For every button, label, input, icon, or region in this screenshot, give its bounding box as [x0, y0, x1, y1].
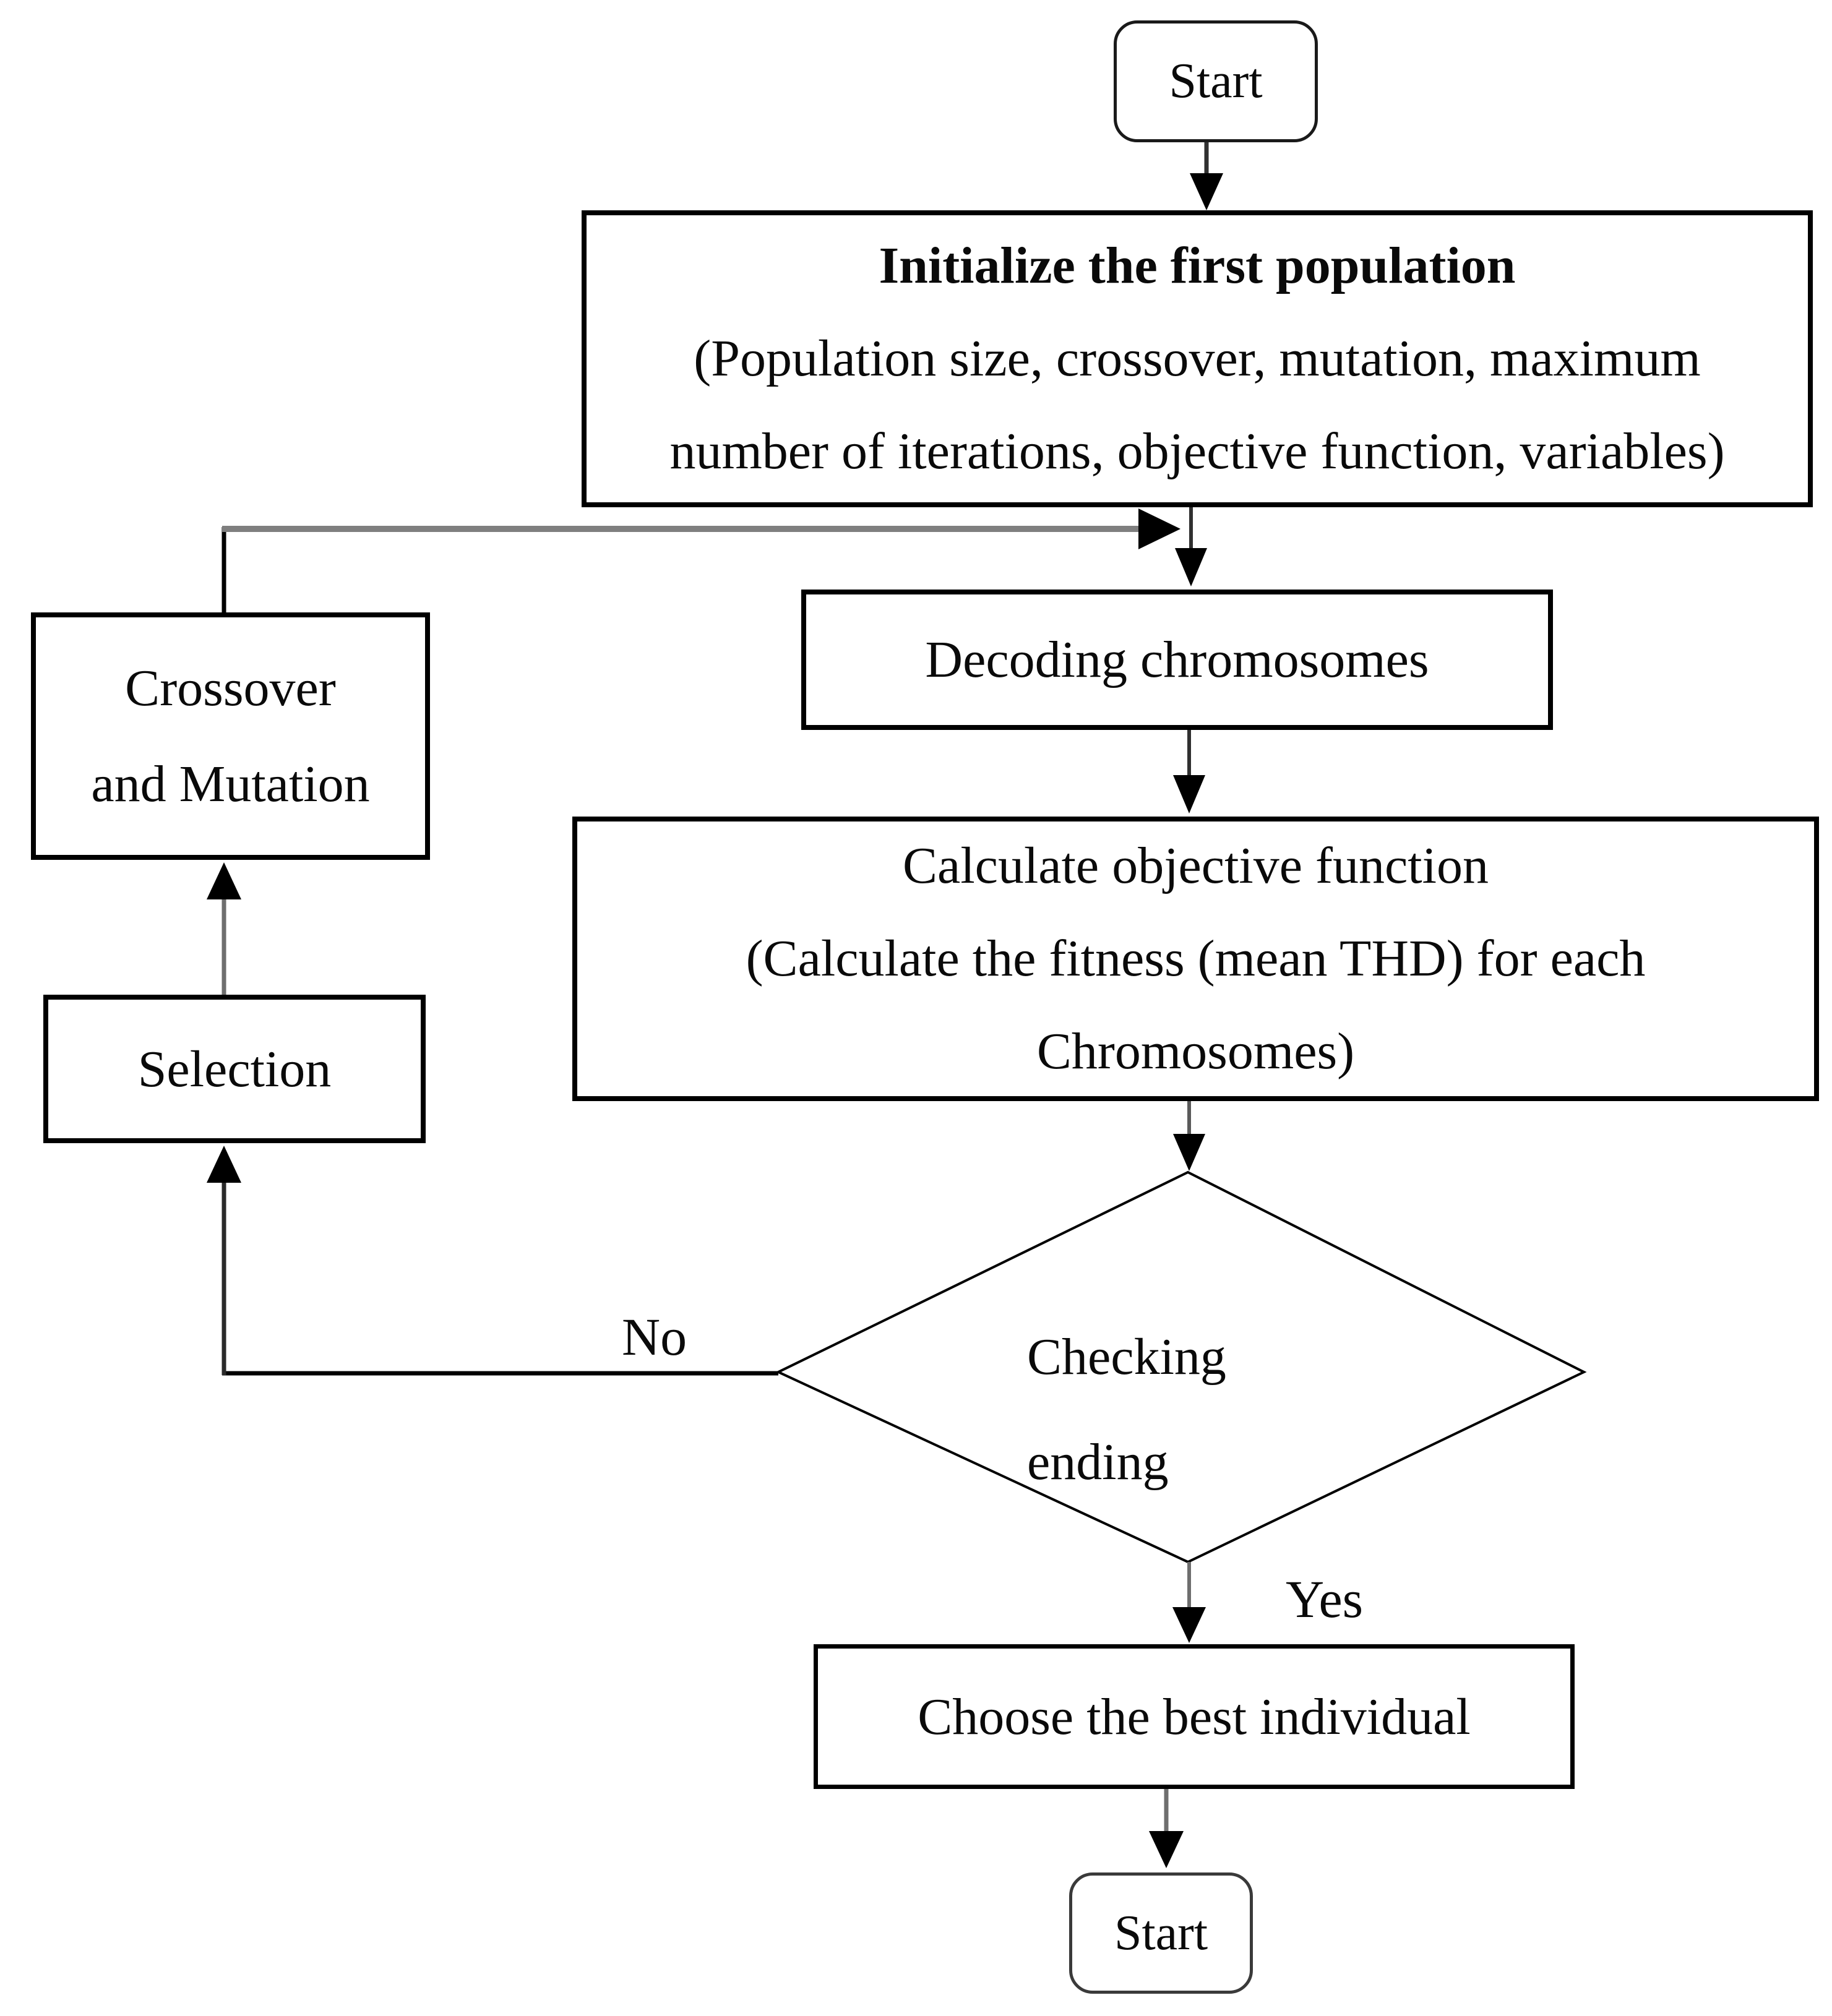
node-initialize-line-3: number of iterations, objective function…: [669, 423, 1725, 480]
node-initialize: Initialize the first population (Populat…: [582, 210, 1813, 507]
edge-calculate-to-checking: [1173, 1101, 1205, 1171]
node-start-top: Start: [1114, 20, 1318, 142]
edge-no-to-selection: [207, 1146, 778, 1376]
edge-label-no: No: [622, 1307, 687, 1366]
node-start-bottom: Start: [1069, 1872, 1253, 1994]
node-checking-line-1: Checking: [1027, 1328, 1226, 1386]
node-choose-label: Choose the best individual: [918, 1688, 1471, 1746]
edge-choose-to-start: [1149, 1789, 1184, 1868]
node-initialize-line-2: (Population size, crossover, mutation, m…: [694, 330, 1701, 387]
edge-initialize-to-decoding: [1175, 507, 1207, 586]
edge-start-to-initialize: [1190, 142, 1223, 210]
edge-yes-to-choose: [1172, 1562, 1206, 1643]
node-crossover-line-2: and Mutation: [91, 755, 370, 813]
node-selection: Selection: [43, 995, 426, 1143]
node-initialize-line-1: Initialize the first population: [879, 237, 1516, 294]
edge-label-yes: Yes: [1286, 1569, 1364, 1629]
edge-crossover-to-mainline: [221, 508, 1180, 612]
node-calculate-line-2: (Calculate the fitness (mean THD) for ea…: [746, 930, 1646, 987]
node-start-bottom-label: Start: [1114, 1905, 1208, 1960]
node-calculate-line-3: Chromosomes): [1036, 1023, 1355, 1080]
node-calculate-line-1: Calculate objective function: [903, 837, 1489, 894]
node-calculate: Calculate objective function (Calculate …: [572, 817, 1819, 1101]
node-start-top-label: Start: [1169, 54, 1263, 108]
node-selection-label: Selection: [137, 1040, 332, 1098]
node-decoding-label: Decoding chromosomes: [925, 631, 1429, 688]
edge-selection-to-crossover: [207, 862, 241, 995]
node-checking-line-2: ending: [1027, 1433, 1169, 1491]
edge-decoding-to-calculate: [1173, 730, 1205, 813]
node-crossover: Crossover and Mutation: [31, 612, 430, 860]
node-decoding: Decoding chromosomes: [801, 590, 1553, 730]
node-crossover-line-1: Crossover: [125, 659, 336, 717]
node-choose: Choose the best individual: [814, 1644, 1575, 1789]
